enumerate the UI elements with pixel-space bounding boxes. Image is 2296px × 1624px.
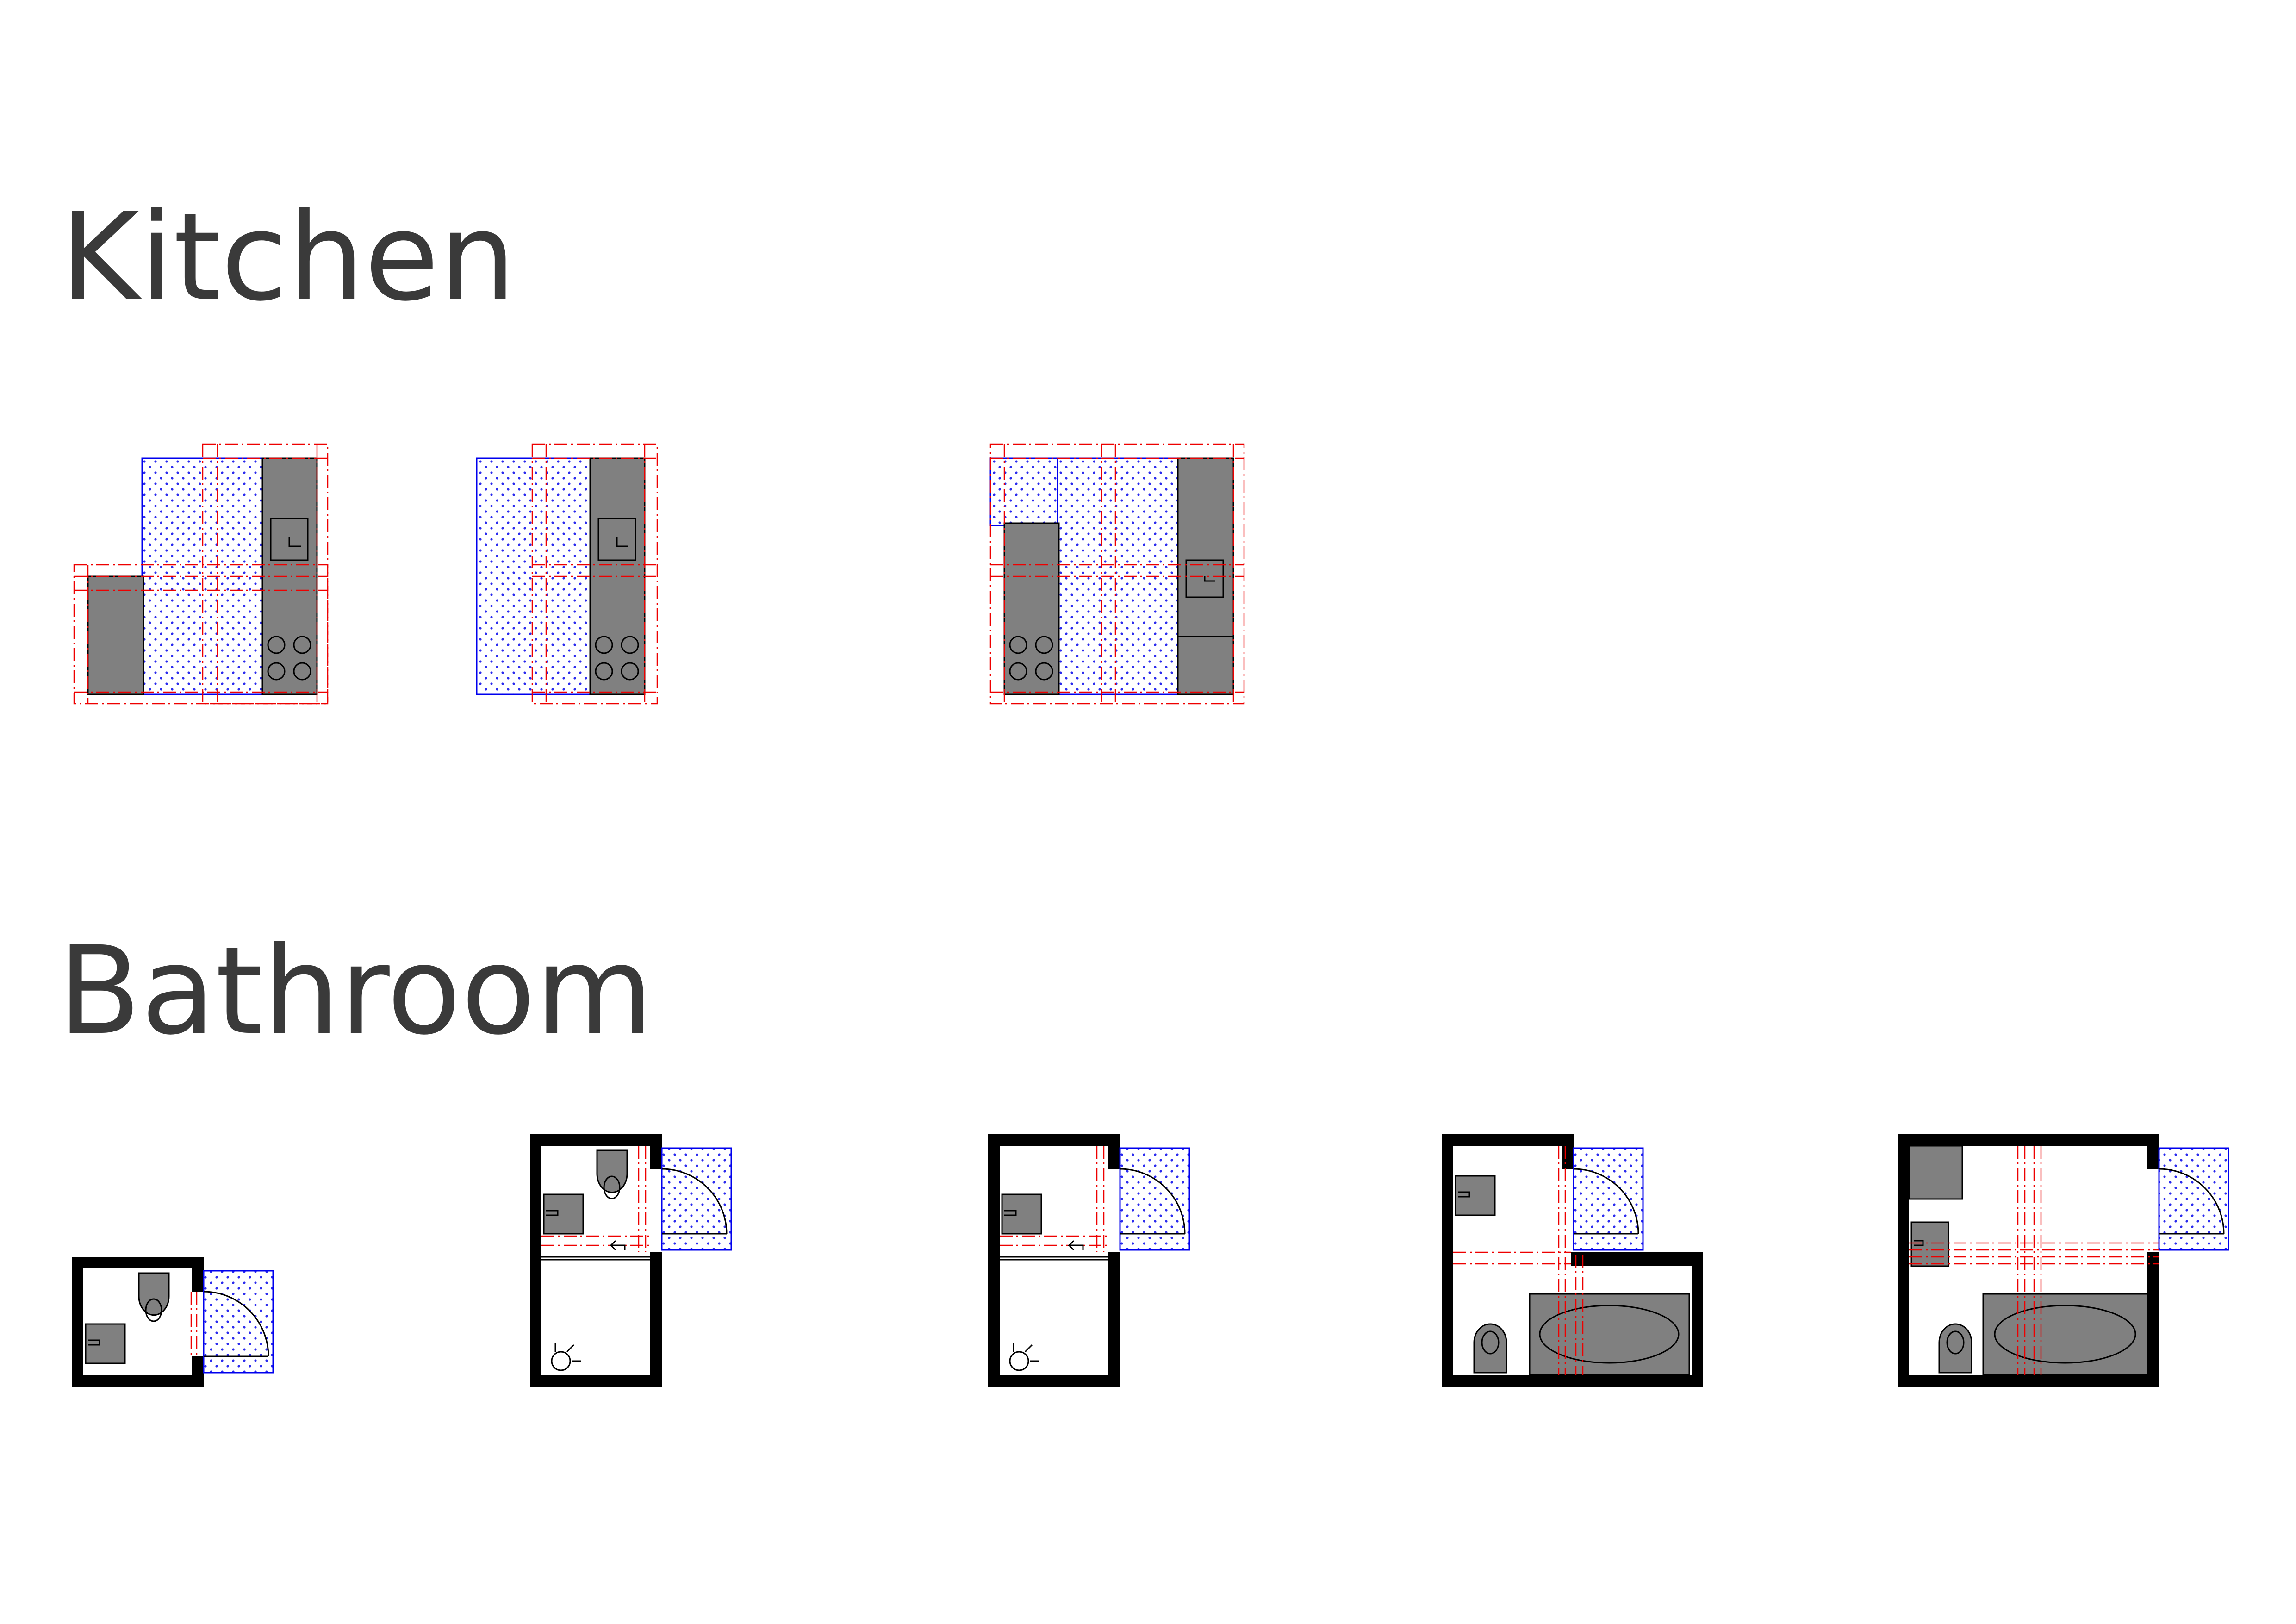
shower-icon <box>551 1343 581 1371</box>
clearance-zone <box>661 1147 732 1251</box>
axis-lines <box>73 443 329 705</box>
door-swing-icon <box>203 1291 269 1357</box>
basin-icon <box>1910 1221 1949 1267</box>
bathroom-heading: Bathroom <box>58 920 653 1062</box>
basin-icon <box>543 1193 584 1235</box>
clearance-zone <box>1573 1147 1644 1251</box>
shower-divider <box>541 1240 650 1261</box>
kitchen-plan-double-row <box>989 443 1245 705</box>
door-swing-icon <box>661 1168 728 1235</box>
wall <box>1442 1134 1703 1387</box>
sink-icon <box>270 518 309 561</box>
shower-icon <box>1009 1343 1039 1371</box>
bathroom-plan-wc-basin-shower-a <box>530 1134 732 1387</box>
clearance-zone <box>989 457 1058 526</box>
door-swing-icon <box>1120 1168 1186 1235</box>
counter <box>1003 522 1060 695</box>
basin-icon <box>85 1323 126 1364</box>
axis-lines <box>1000 1146 1108 1252</box>
toilet-icon <box>1473 1323 1507 1374</box>
sink-icon <box>597 518 636 561</box>
sink-icon <box>1185 559 1224 598</box>
basin-icon <box>1001 1193 1042 1235</box>
counter <box>87 575 144 695</box>
door-swing-icon <box>1573 1168 1639 1235</box>
kitchen-plan-single-row <box>476 443 658 705</box>
kitchen-heading: Kitchen <box>60 187 516 328</box>
bathroom-plan-wc-basin <box>72 1257 274 1387</box>
hob-icon <box>267 636 311 681</box>
bathroom-plan-large-bath <box>1898 1134 2229 1387</box>
axis-lines <box>989 443 1245 705</box>
hob-icon <box>595 636 639 681</box>
toilet-icon <box>1938 1323 1972 1374</box>
hob-icon <box>1009 636 1053 681</box>
bathroom-plan-l-shape-bath <box>1442 1134 1703 1387</box>
bathroom-plan-basin-shower-b <box>988 1134 1190 1387</box>
wall <box>72 1257 204 1387</box>
bathtub-icon <box>1529 1293 1690 1376</box>
shower-divider <box>1000 1240 1108 1261</box>
cabinet <box>1908 1145 1963 1200</box>
axis-lines <box>1909 1146 2159 1375</box>
door-swing-icon <box>2159 1168 2225 1235</box>
axis-lines <box>531 443 658 705</box>
kitchen-plan-l-shape <box>73 443 329 705</box>
bathtub-icon <box>1982 1293 2148 1376</box>
clearance-zone <box>203 1270 274 1374</box>
toilet-icon <box>138 1272 170 1322</box>
toilet-icon <box>596 1149 628 1199</box>
axis-lines <box>541 1146 650 1252</box>
basin-icon <box>1455 1175 1496 1216</box>
clearance-zone <box>1119 1147 1190 1251</box>
clearance-zone <box>2158 1147 2229 1251</box>
axis-lines <box>1453 1146 1584 1375</box>
